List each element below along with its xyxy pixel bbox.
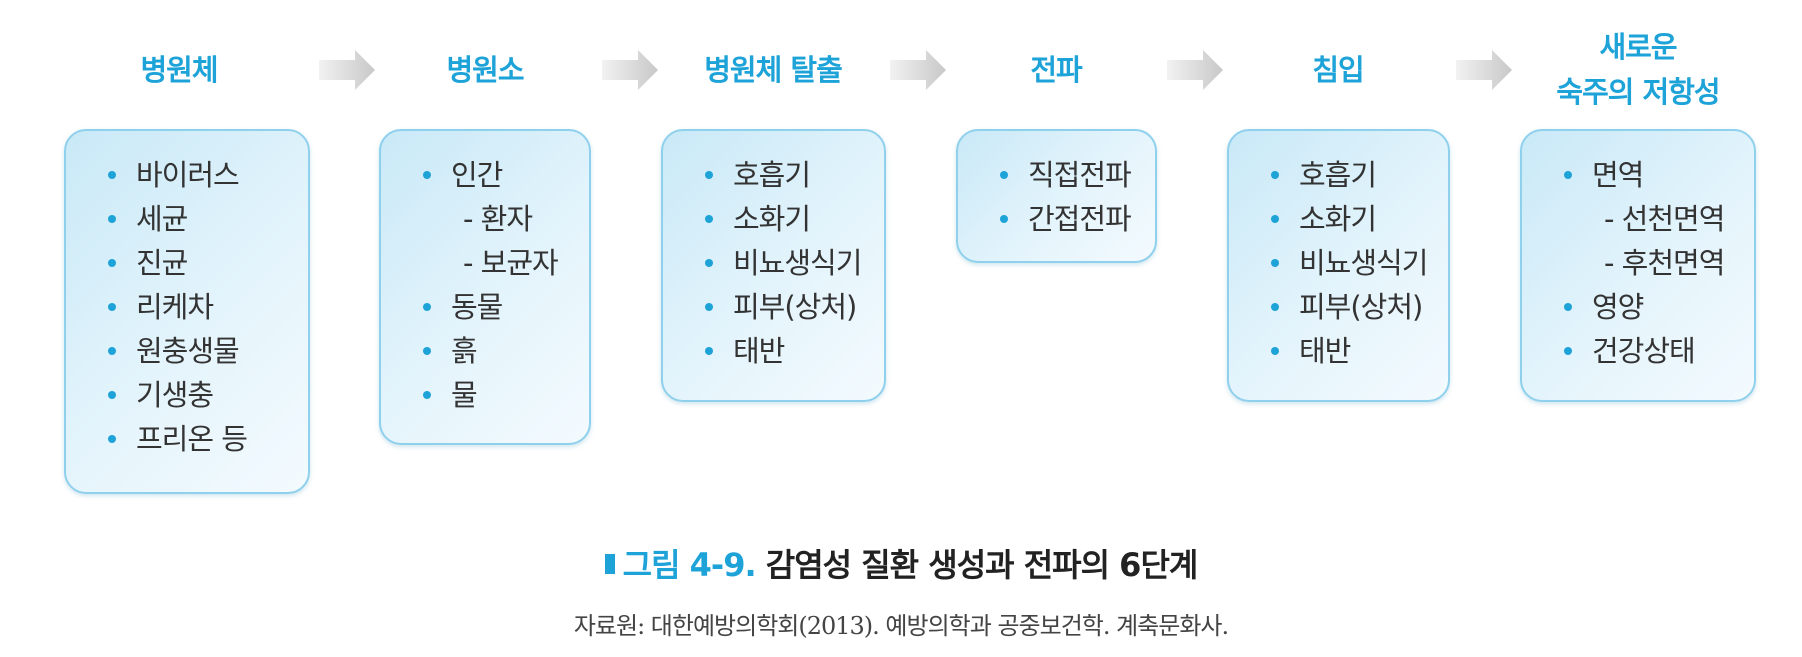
caption-title: 감염성 질환 생성과 전파의 6단계 — [765, 546, 1199, 584]
caption-label: 그림 4-9. — [622, 546, 757, 584]
list-item: 바이러스 — [106, 153, 308, 197]
list-item: 흙 — [421, 329, 589, 373]
sub-list-item: - 후천면역 — [1604, 246, 1725, 280]
list-item: 물 — [421, 373, 589, 417]
list-item: 리케차 — [106, 285, 308, 329]
stage-title: 병원소 — [446, 30, 524, 110]
stage-title-text: 전파 — [1030, 52, 1082, 87]
list-item: 간접전파 — [998, 197, 1155, 241]
stage-title: 병원체 — [140, 30, 218, 110]
list-item: 직접전파 — [998, 153, 1155, 197]
arrow-right-icon — [319, 50, 375, 90]
sub-list-item: - 보균자 — [463, 246, 559, 280]
stage-title: 병원체 탈출 — [704, 30, 842, 110]
list-item: 비뇨생식기 — [1269, 241, 1448, 285]
list-item: 프리온 등 — [106, 417, 308, 461]
list-item: 세균 — [106, 197, 308, 241]
list-item: 영양 — [1562, 285, 1754, 329]
list-item: 원충생물 — [106, 329, 308, 373]
stage-title: 새로운 숙주의 저항성 — [1556, 30, 1720, 110]
list-item: 소화기 — [1269, 197, 1448, 241]
stage-title-text: 병원소 — [446, 52, 524, 87]
stage-title-text: 병원체 — [140, 52, 218, 87]
list-item: 기생충 — [106, 373, 308, 417]
list-item: 동물 — [421, 285, 589, 329]
list-item: 피부(상처) — [703, 285, 884, 329]
list-item: 면역 — [1562, 153, 1754, 197]
list-item: 소화기 — [703, 197, 884, 241]
arrow-right-icon — [890, 50, 946, 90]
list-item: 진균 — [106, 241, 308, 285]
list-item: 인간 — [421, 153, 589, 197]
stage-title-text: 병원체 탈출 — [704, 52, 842, 87]
list-item: 비뇨생식기 — [703, 241, 884, 285]
list-item: 건강상태 — [1562, 329, 1754, 373]
list-item: 호흡기 — [703, 153, 884, 197]
arrow-right-icon — [1167, 50, 1223, 90]
figure-source: 자료원: 대한예방의학회(2013). 예방의학과 공중보건학. 계축문화사. — [573, 612, 1229, 640]
sub-list-item: - 환자 — [463, 202, 533, 236]
figure-caption: 그림 4-9. 감염성 질환 생성과 전파의 6단계 — [0, 540, 1802, 586]
caption-square-icon — [604, 554, 615, 574]
arrow-right-icon — [602, 50, 658, 90]
stage-title: 전파 — [1030, 30, 1082, 110]
list-item: 호흡기 — [1269, 153, 1448, 197]
list-item: 태반 — [703, 329, 884, 373]
list-item: 피부(상처) — [1269, 285, 1448, 329]
stage-title: 침입 — [1312, 30, 1364, 110]
arrow-right-icon — [1456, 50, 1512, 90]
list-item: 태반 — [1269, 329, 1448, 373]
sub-list-item: - 선천면역 — [1604, 202, 1725, 236]
stage-title-text: 침입 — [1312, 52, 1364, 87]
stage-title-text: 새로운 숙주의 저항성 — [1556, 30, 1720, 109]
